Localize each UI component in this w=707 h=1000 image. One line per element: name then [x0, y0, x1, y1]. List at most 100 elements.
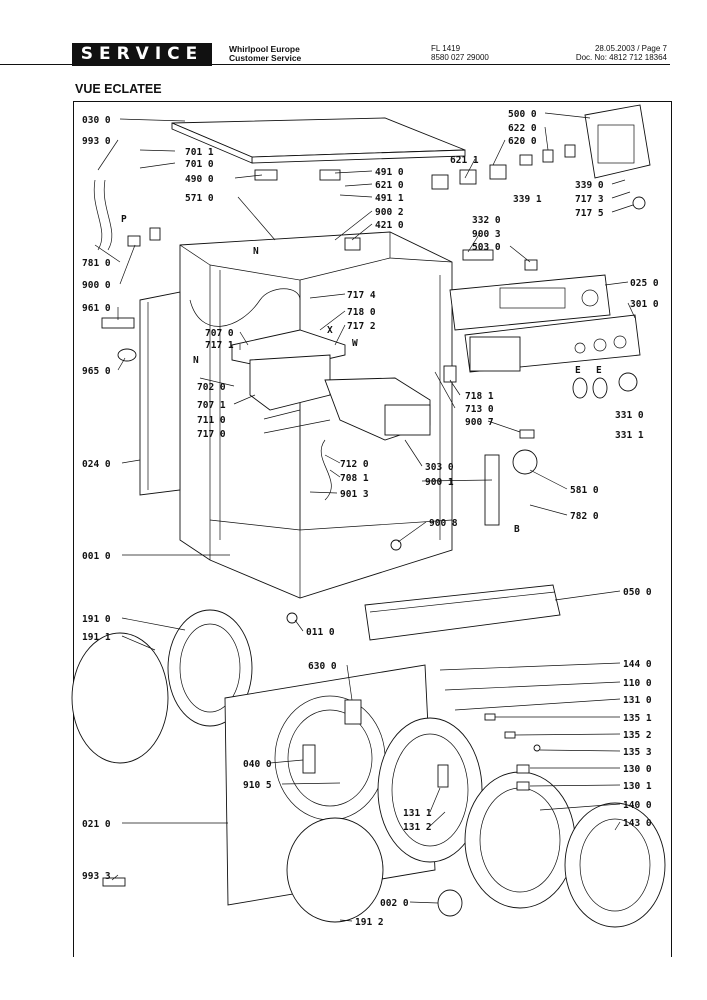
- service-badge: SERVICE: [72, 43, 212, 66]
- diagram-frame: [73, 101, 672, 957]
- callout-labels: 030 0 993 0 701 1 701 0 490 0 491 0 621 …: [82, 109, 659, 928]
- callout-717-4: 717 4: [347, 290, 376, 301]
- callout-131-1: 131 1: [403, 808, 432, 819]
- callout-050-0: 050 0: [623, 587, 652, 598]
- callout-712-0: 712 0: [340, 459, 369, 470]
- callout-701-1: 701 1: [185, 147, 214, 158]
- callout-135-3: 135 3: [623, 747, 652, 758]
- company-name: Whirlpool Europe: [229, 44, 300, 54]
- callout-144-0: 144 0: [623, 659, 652, 670]
- callout-021-0: 021 0: [82, 819, 111, 830]
- leader-lines: [94, 112, 636, 922]
- back-panel: [139, 291, 181, 496]
- callout-961-0: 961 0: [82, 303, 111, 314]
- callout-339-1: 339 1: [513, 194, 542, 205]
- pressure-switch: [512, 449, 538, 475]
- callout-030-0: 030 0: [82, 115, 111, 126]
- callout-900-0: 900 0: [82, 280, 111, 291]
- door-outer-ring: [564, 802, 666, 928]
- callout-717-0: 717 0: [197, 429, 226, 440]
- callout-110-0: 110 0: [623, 678, 652, 689]
- plinth: [364, 584, 561, 641]
- callout-491-1: 491 1: [375, 193, 404, 204]
- callout-707-1: 707 1: [197, 400, 226, 411]
- callout-331-0: 331 0: [615, 410, 644, 421]
- callout-135-1: 135 1: [623, 713, 652, 724]
- marker-p: P: [121, 214, 127, 225]
- callout-717-3: 717 3: [575, 194, 604, 205]
- callout-621-1: 621 1: [450, 155, 479, 166]
- callout-900-7: 900 7: [465, 417, 494, 428]
- callout-191-0: 191 0: [82, 614, 111, 625]
- callout-717-1: 717 1: [205, 340, 234, 351]
- callout-717-2: 717 2: [347, 321, 376, 332]
- callout-303-0: 303 0: [425, 462, 454, 473]
- control-panel: [449, 274, 641, 373]
- callout-782-0: 782 0: [570, 511, 599, 522]
- door-knob: [437, 889, 463, 917]
- callout-011-0: 011 0: [306, 627, 335, 638]
- header-rule-left: [0, 44, 72, 65]
- callout-571-0: 571 0: [185, 193, 214, 204]
- marker-n: N: [193, 355, 199, 366]
- model-number: FL 1419: [431, 44, 461, 53]
- callout-993-0: 993 0: [82, 136, 111, 147]
- door-frame-ring: [377, 717, 483, 863]
- callout-491-0: 491 0: [375, 167, 404, 178]
- electronic-module: [584, 104, 651, 179]
- doc-number: Doc. No: 4812 712 18364: [575, 53, 667, 62]
- letter-markers: P N N X W E E B: [121, 214, 602, 535]
- callout-191-2: 191 2: [355, 917, 384, 928]
- callout-630-0: 630 0: [308, 661, 337, 672]
- callout-718-1: 718 1: [465, 391, 494, 402]
- callout-900-2: 900 2: [375, 207, 404, 218]
- callout-901-3: 901 3: [340, 489, 369, 500]
- callout-717-5: 717 5: [575, 208, 604, 219]
- callout-993-3: 993 3: [82, 871, 111, 882]
- tub-gasket-panel: [286, 817, 384, 923]
- callout-002-0: 002 0: [380, 898, 409, 909]
- callout-130-0: 130 0: [623, 764, 652, 775]
- callout-131-2: 131 2: [403, 822, 432, 833]
- marker-e-right: E: [596, 365, 602, 376]
- callout-503-0: 503 0: [472, 242, 501, 253]
- callout-131-0: 131 0: [623, 695, 652, 706]
- date-page: 28.05.2003 / Page 7: [594, 44, 667, 53]
- callout-581-0: 581 0: [570, 485, 599, 496]
- callout-191-1: 191 1: [82, 632, 111, 643]
- callout-040-0: 040 0: [243, 759, 272, 770]
- marker-x: X: [327, 325, 333, 336]
- callout-900-8: 900 8: [429, 518, 458, 529]
- header-rule: [212, 64, 670, 65]
- callout-332-0: 332 0: [472, 215, 501, 226]
- callout-707-0: 707 0: [205, 328, 234, 339]
- callout-711-0: 711 0: [197, 415, 226, 426]
- callout-620-0: 620 0: [508, 136, 537, 147]
- callout-500-0: 500 0: [508, 109, 537, 120]
- callout-331-1: 331 1: [615, 430, 644, 441]
- callout-781-0: 781 0: [82, 258, 111, 269]
- detergent-drawer-assembly: [231, 329, 431, 441]
- callout-421-0: 421 0: [375, 220, 404, 231]
- callout-702-0: 702 0: [197, 382, 226, 393]
- callout-708-1: 708 1: [340, 473, 369, 484]
- callout-490-0: 490 0: [185, 174, 214, 185]
- callout-140-0: 140 0: [623, 800, 652, 811]
- callout-339-0: 339 0: [575, 180, 604, 191]
- callout-910-5: 910 5: [243, 780, 272, 791]
- callout-621-0: 621 0: [375, 180, 404, 191]
- callout-135-2: 135 2: [623, 730, 652, 741]
- marker-w: W: [352, 338, 358, 349]
- small-parts: [101, 144, 646, 887]
- callout-713-0: 713 0: [465, 404, 494, 415]
- marker-b: B: [514, 524, 520, 535]
- door-glass: [464, 771, 576, 909]
- section-title: VUE ECLATEE: [75, 82, 162, 96]
- callout-025-0: 025 0: [630, 278, 659, 289]
- department-name: Customer Service: [229, 53, 302, 63]
- callout-701-0: 701 0: [185, 159, 214, 170]
- callout-965-0: 965 0: [82, 366, 111, 377]
- hose-assembly: [93, 179, 332, 501]
- callout-143-0: 143 0: [623, 818, 652, 829]
